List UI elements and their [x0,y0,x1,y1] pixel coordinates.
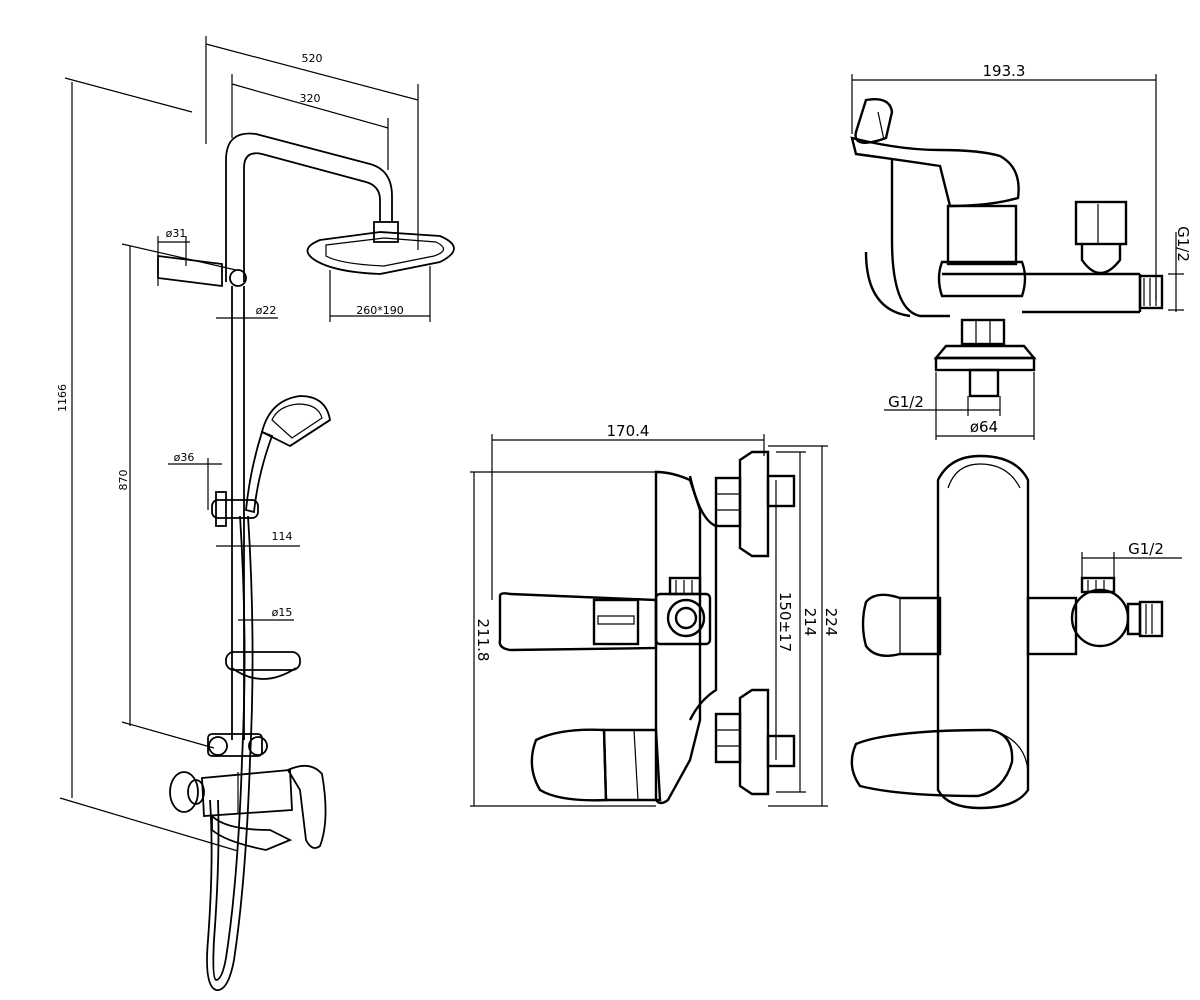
hose-diameter-label: ø15 [272,606,293,619]
top-depth-left-label: 211.8 [474,619,492,662]
mixer-front-view: G1/2 [850,454,1182,810]
mixer-depth-label: 193.3 [983,62,1026,80]
slider-diameter-label: ø36 [174,451,195,464]
side-outlet-thread-label: G1/2 [1174,226,1192,262]
depth-outer-label: 224 [822,608,840,637]
mixer-top-view: 170.4 211.8 [470,422,840,807]
shower-column-view: 1166 870 520 320 260*190 ø31 [56,36,455,991]
mixer-side-view: 193.3 G1/2 [850,62,1192,440]
inlet-thread-label: G1/2 [888,393,924,411]
arm-reach-label: 320 [300,92,321,105]
flange-diameter-label: ø64 [970,418,998,436]
head-size-label: 260*190 [356,304,404,317]
arm-diameter-label: ø31 [166,227,187,240]
height-overall-label: 1166 [56,384,69,412]
slider-offset-label: 114 [272,530,293,543]
rail-length-label: 870 [117,470,130,491]
pipe-diameter-label: ø22 [256,304,277,317]
depth-inner-label: 214 [801,608,819,637]
width-overall-label: 520 [302,52,323,65]
centers-label: 150±17 [776,592,794,652]
top-width-label: 170.4 [607,422,650,440]
front-outlet-thread-label: G1/2 [1128,540,1164,558]
